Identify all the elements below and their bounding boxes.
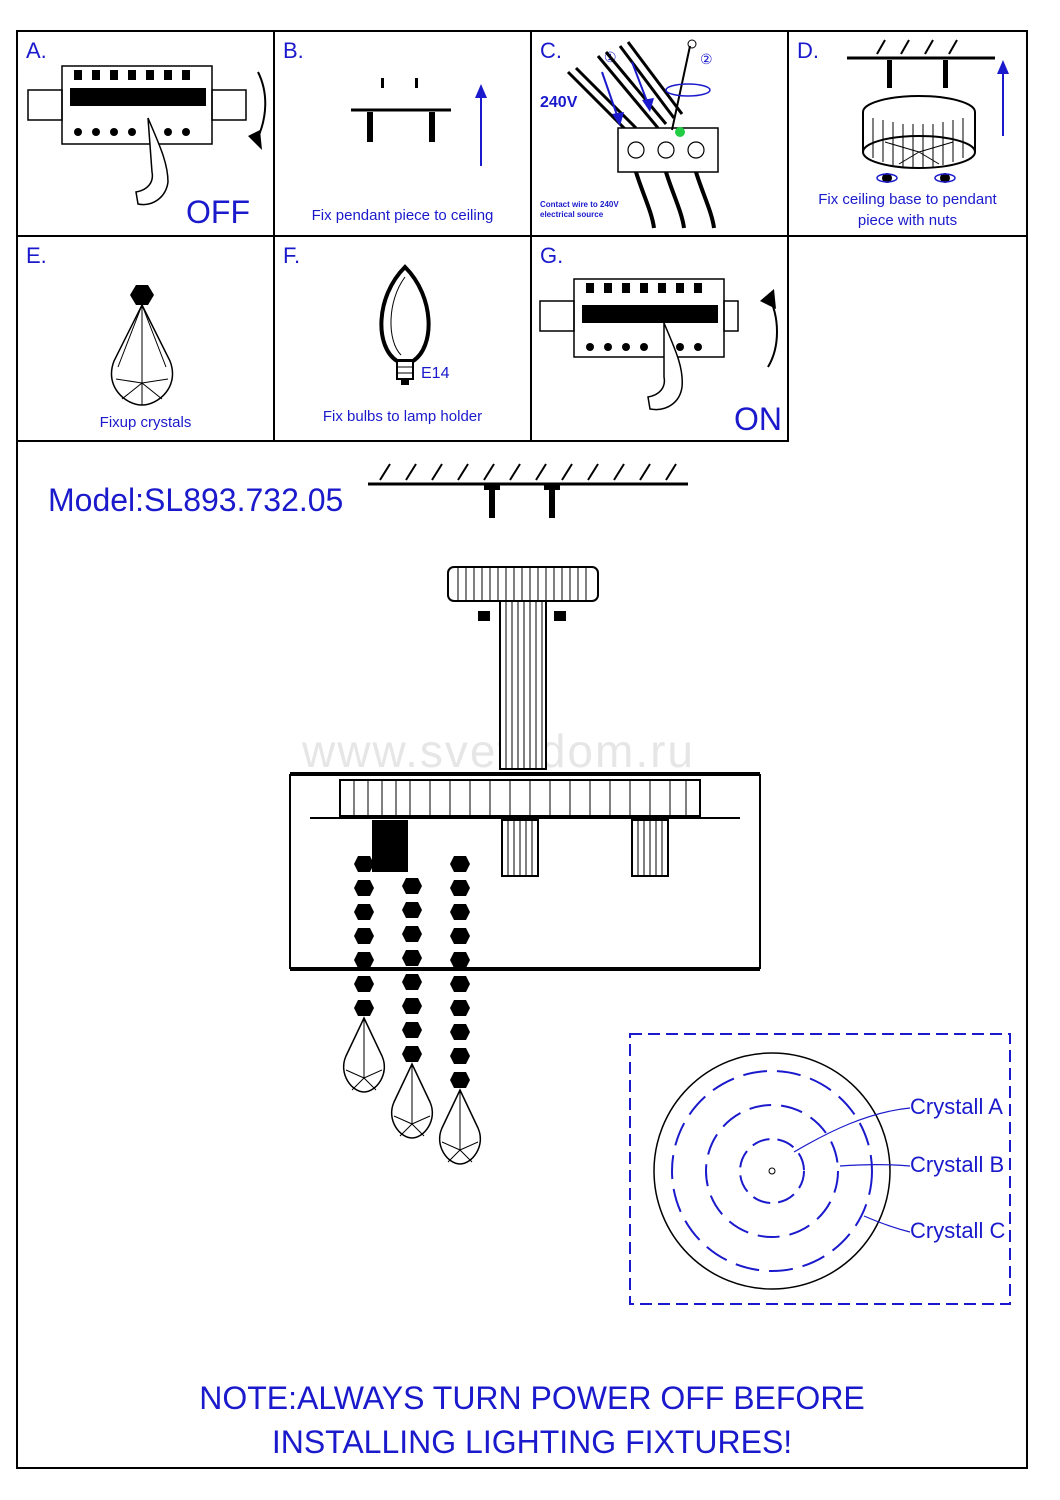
crystal-a-label: Crystall A <box>910 1094 1003 1119</box>
step-d-caption-line1: Fix ceiling base to pendant <box>818 191 997 208</box>
crystal-illustration <box>110 285 174 406</box>
step-c-letter: C. <box>540 38 562 63</box>
step-f-letter: F. <box>283 243 301 268</box>
voltage-label: 240V <box>540 94 578 111</box>
crystal-b-label: Crystall B <box>910 1152 1005 1177</box>
bulb-type-label: E14 <box>421 365 450 382</box>
step-g-panel: G. ON <box>532 237 789 442</box>
breaker-on-illustration <box>539 278 778 411</box>
fixture-drawing <box>289 463 1011 1305</box>
circle-two-marker: ② <box>700 51 713 67</box>
step-f-caption: Fix bulbs to lamp holder <box>322 408 483 425</box>
step-e-caption: Fixup crystals <box>99 414 192 431</box>
instruction-sheet: A. OFF B. <box>16 30 1028 1469</box>
wiring-illustration <box>566 39 719 229</box>
step-b-letter: B. <box>283 38 304 63</box>
step-d-panel: D. <box>789 32 1028 237</box>
step-e-letter: E. <box>26 243 47 268</box>
step-a-letter: A. <box>26 38 47 63</box>
ceiling-base-illustration <box>847 39 1009 183</box>
contact-note-line2: electrical source <box>540 210 604 219</box>
crystal-strand-1 <box>354 856 374 1016</box>
step-a-panel: A. OFF <box>18 32 275 237</box>
step-d-letter: D. <box>797 38 819 63</box>
warning-note-line2: INSTALLING LIGHTING FIXTURES! <box>271 1424 793 1460</box>
on-label: ON <box>734 401 782 437</box>
crystal-c-label: Crystall C <box>910 1218 1006 1243</box>
crystal-strand-2 <box>402 878 422 1062</box>
pendant-ceiling-illustration <box>351 78 487 166</box>
step-c-panel: C. ① ② 240 <box>532 32 789 237</box>
step-g-letter: G. <box>540 243 564 268</box>
warning-note-line1: NOTE:ALWAYS TURN POWER OFF BEFORE <box>199 1380 865 1416</box>
step-e-panel: E. Fixup crystals <box>18 237 275 442</box>
bulb-illustration <box>379 264 431 385</box>
off-label: OFF <box>186 194 250 230</box>
watermark: www.svetodom.ru <box>302 725 696 777</box>
step-f-panel: F. E14 Fix bulbs to lamp holder <box>275 237 532 442</box>
contact-note-line1: Contact wire to 240V <box>540 200 619 209</box>
step-d-caption-line2: piece with nuts <box>857 212 958 229</box>
breaker-off-illustration <box>27 65 267 206</box>
step-b-panel: B. Fix pendant piece to ceiling <box>275 32 532 237</box>
model-number: Model:SL893.732.05 <box>48 482 344 518</box>
crystal-strand-3 <box>450 856 470 1088</box>
step-b-caption: Fix pendant piece to ceiling <box>311 207 494 224</box>
